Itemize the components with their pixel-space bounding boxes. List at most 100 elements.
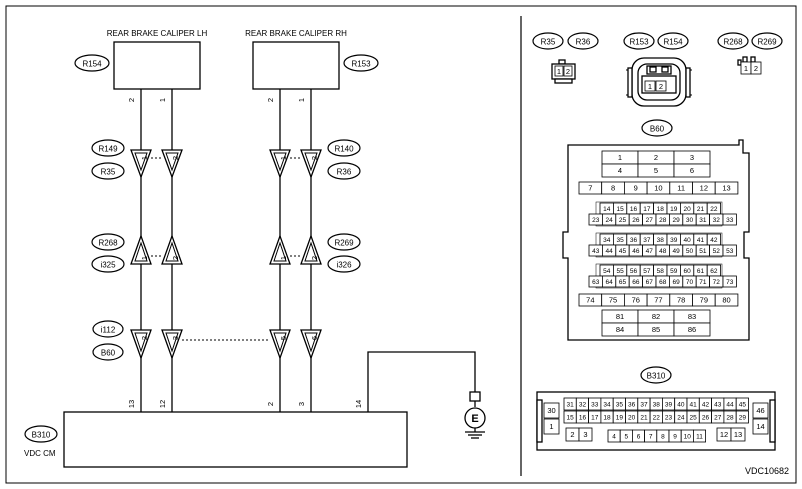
ref-i112 (92, 320, 124, 338)
b60-pin-73-text: 73 (726, 279, 734, 286)
b60-pin-41-text: 41 (697, 237, 705, 244)
b60-pin-33 (722, 213, 737, 226)
b60-pin-63-text: 63 (592, 279, 600, 286)
ref-r36-text: R36 (337, 168, 352, 177)
b310-pin-30-text: 30 (547, 406, 555, 415)
b60-pin-85-text: 85 (652, 325, 660, 334)
r35-pin2 (563, 65, 573, 77)
b60-pin-61-text: 61 (697, 268, 705, 275)
b310-pin-3 (578, 427, 593, 442)
b60-pin-47-text: 47 (646, 248, 654, 255)
b310-pin-15-text: 15 (567, 415, 575, 422)
vdc-cm-label: VDC CM (24, 449, 56, 458)
legend-ref-r268 (717, 32, 749, 50)
pin-c3-3: 3 (171, 336, 180, 340)
b310-pin-7-text: 7 (649, 434, 653, 441)
pin-c2-2: 2 (171, 256, 180, 260)
pin-c1-2: 2 (171, 156, 180, 160)
b60-pin-6-text: 6 (690, 166, 694, 175)
b310-pin-17-text: 17 (591, 415, 599, 422)
b60-pin-5-text: 5 (654, 166, 658, 175)
legend-ref-r36-text: R36 (576, 38, 591, 47)
pin-c1-2b: 2 (310, 156, 319, 160)
pin-c2-1: 1 (140, 256, 149, 260)
b60-pin-53 (722, 244, 737, 257)
b310-pin-12-text: 12 (720, 430, 728, 439)
pin-lh-2: 2 (127, 98, 136, 102)
b60-pin-7-text: 7 (588, 184, 592, 193)
ground-icon (464, 391, 486, 439)
pin-c2-1b: 1 (279, 256, 288, 260)
b310-pin-34-text: 34 (603, 402, 611, 409)
b310-pin-45-text: 45 (739, 402, 747, 409)
b310-pin-8-text: 8 (661, 434, 665, 441)
b60-pin-84-text: 84 (616, 325, 624, 334)
pin-b310-3: 3 (297, 402, 306, 406)
b60-pin-3-text: 3 (690, 153, 694, 162)
b310-pin-27-text: 27 (714, 415, 722, 422)
b60-pin-66-text: 66 (632, 279, 640, 286)
b310-pin-33-text: 33 (591, 402, 599, 409)
b60-pin-34-text: 34 (603, 237, 611, 244)
b60-pin-70-text: 70 (686, 279, 694, 286)
b60-pin-65-text: 65 (619, 279, 627, 286)
legend-ref-r153 (623, 32, 655, 50)
legend-ref-b310-text: B310 (647, 372, 666, 381)
pin-rh-2: 2 (266, 98, 275, 102)
b60-pin-80-text: 80 (722, 296, 730, 305)
pin-c3-6: 6 (310, 336, 319, 340)
b60-pin-35-text: 35 (616, 237, 624, 244)
b60-pin-86-text: 86 (688, 325, 696, 334)
b310-pin-16-text: 16 (579, 415, 587, 422)
b60-pin-9-text: 9 (634, 184, 638, 193)
b60-pin-33-text: 33 (726, 217, 734, 224)
b60-pin-31-text: 31 (699, 217, 707, 224)
b310-pin-35-text: 35 (616, 402, 624, 409)
b60-pin-73 (722, 275, 737, 288)
b60-pin-76-text: 76 (632, 296, 640, 305)
b310-pin-11 (693, 429, 707, 443)
r268-pin1-text: 1 (744, 64, 748, 73)
b310-pin-13 (730, 427, 746, 442)
b60-pin-56-text: 56 (630, 268, 638, 275)
b60-pin-42-text: 42 (710, 237, 718, 244)
r35-pin1-text: 1 (557, 67, 561, 76)
b60-pin-71-text: 71 (699, 279, 707, 286)
b310-pin-14-text: 14 (756, 422, 764, 431)
b60-pin-29-text: 29 (672, 217, 680, 224)
b310-pin-3-text: 3 (583, 430, 587, 439)
ref-r35 (91, 162, 125, 180)
ref-b60 (92, 343, 124, 361)
b60-pin-16-text: 16 (630, 206, 638, 213)
pin-b310-14: 14 (354, 400, 363, 408)
ref-r268 (91, 233, 125, 251)
legend-ref-r269 (751, 32, 783, 50)
ref-i326-text: i326 (336, 261, 352, 270)
legend-ref-b60 (641, 119, 673, 137)
r268-pin2-text: 2 (754, 64, 758, 73)
b60-pin-75-text: 75 (609, 296, 617, 305)
pin-rh-1: 1 (297, 98, 306, 102)
b60-pin-72-text: 72 (713, 279, 721, 286)
caliper-lh-box (113, 41, 201, 90)
ground-label: E (471, 413, 478, 425)
b60-pin-8-text: 8 (611, 184, 615, 193)
b60-pin-74-text: 74 (586, 296, 594, 305)
b310-pin-44-text: 44 (726, 402, 734, 409)
pin-b310-2: 2 (266, 402, 275, 406)
ref-b60-text: B60 (101, 349, 116, 358)
ref-r153-text: R153 (351, 60, 371, 69)
b310-pin-6-text: 6 (637, 434, 641, 441)
ref-i112-text: i112 (101, 326, 116, 335)
b60-pin-53-text: 53 (726, 248, 734, 255)
vdc-cm-box (63, 411, 408, 468)
b60-pin-83-text: 83 (688, 312, 696, 321)
b310-pin-45 (735, 397, 749, 411)
ref-i325 (91, 255, 125, 273)
b60-pin-32-text: 32 (713, 217, 721, 224)
b310-pin-1-text: 1 (549, 422, 553, 431)
b310-pin-24-text: 24 (677, 415, 685, 422)
ref-i325-text: i325 (100, 261, 116, 270)
b60-pin-4-text: 4 (618, 166, 622, 175)
